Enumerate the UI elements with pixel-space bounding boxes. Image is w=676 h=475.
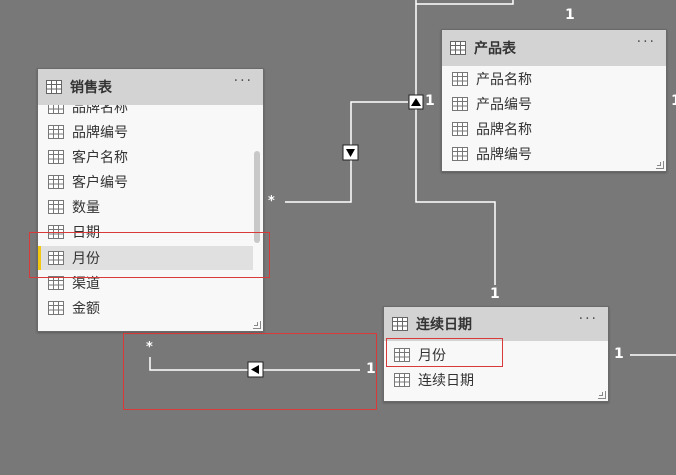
sales-table-card[interactable]: 销售表 ··· 品牌名称 品牌编号 客户名称 客户编号 数量 日期	[37, 68, 264, 332]
column-icon	[452, 122, 468, 136]
sales-table-header[interactable]: 销售表 ···	[38, 69, 263, 105]
field-item-selected[interactable]: 月份	[38, 246, 253, 270]
highlight-box-relationship	[123, 333, 377, 410]
cardinality-many-label: *	[146, 340, 153, 355]
relationship-line-top	[416, 0, 514, 5]
field-label: 产品编号	[476, 97, 532, 113]
date-table-more-button[interactable]: ···	[578, 311, 598, 327]
column-icon	[452, 147, 468, 161]
cardinality-one-label: 1	[565, 7, 575, 23]
field-item[interactable]: 连续日期	[384, 368, 608, 392]
field-item[interactable]: 渠道	[38, 271, 263, 295]
column-icon	[48, 301, 64, 315]
column-icon	[394, 348, 410, 362]
table-icon	[392, 317, 408, 331]
field-label: 日期	[72, 225, 100, 241]
field-item[interactable]: 产品编号	[442, 92, 666, 116]
column-icon	[452, 97, 468, 111]
column-icon	[48, 105, 64, 114]
column-icon	[48, 251, 64, 265]
cardinality-one-label: 1	[671, 93, 676, 109]
column-icon	[394, 373, 410, 387]
product-field-list[interactable]: 产品名称 产品编号 品牌名称 品牌编号	[442, 66, 666, 170]
cardinality-one-label: 1	[425, 93, 435, 109]
field-item[interactable]: 品牌名称	[38, 105, 263, 119]
cardinality-one-label: 1	[366, 361, 376, 377]
table-icon	[450, 41, 466, 55]
field-label: 产品名称	[476, 72, 532, 88]
field-label: 数量	[72, 200, 100, 216]
product-table-more-button[interactable]: ···	[636, 34, 656, 50]
date-field-list[interactable]: 月份 连续日期	[384, 341, 608, 399]
crossfilter-arrow-left-icon	[247, 361, 264, 378]
column-icon	[48, 125, 64, 139]
column-icon	[48, 200, 64, 214]
highlight-box-date-month	[386, 338, 503, 367]
field-label: 客户编号	[72, 175, 128, 191]
column-icon	[48, 175, 64, 189]
date-table-header[interactable]: 连续日期 ···	[384, 307, 608, 341]
field-item[interactable]: 品牌编号	[442, 142, 666, 166]
field-item[interactable]: 产品名称	[442, 67, 666, 91]
product-table-header[interactable]: 产品表 ···	[442, 30, 666, 66]
field-item[interactable]: 数量	[38, 195, 263, 219]
field-item[interactable]: 品牌名称	[442, 117, 666, 141]
field-item[interactable]: 客户编号	[38, 170, 263, 194]
sales-field-list[interactable]: 品牌名称 品牌编号 客户名称 客户编号 数量 日期 月份 渠道	[38, 105, 263, 329]
field-label: 连续日期	[418, 373, 474, 389]
field-label: 渠道	[72, 276, 100, 292]
field-item[interactable]: 月份	[384, 343, 608, 367]
field-label: 月份	[72, 251, 100, 267]
product-table-card[interactable]: 产品表 ··· 产品名称 产品编号 品牌名称 品牌编号	[441, 29, 667, 172]
crossfilter-arrow-down-icon	[342, 144, 359, 161]
date-table-title: 连续日期	[416, 317, 472, 333]
field-item[interactable]: 客户名称	[38, 145, 263, 169]
date-table-card[interactable]: 连续日期 ··· 月份 连续日期	[383, 306, 609, 402]
resize-grip-icon[interactable]	[253, 321, 261, 329]
field-item[interactable]: 品牌编号	[38, 120, 263, 144]
field-label: 品牌编号	[476, 147, 532, 163]
highlight-box-sales-month	[29, 232, 270, 278]
column-icon	[452, 72, 468, 86]
sales-scrollbar[interactable]	[254, 151, 260, 243]
field-label: 金额	[72, 301, 100, 317]
field-label: 品牌名称	[476, 122, 532, 138]
field-label: 品牌编号	[72, 125, 128, 141]
relationship-line-date-sales	[149, 357, 360, 371]
resize-grip-icon[interactable]	[656, 161, 664, 169]
field-item[interactable]: 金额	[38, 296, 263, 320]
product-table-title: 产品表	[474, 41, 516, 57]
field-label: 月份	[418, 348, 446, 364]
cardinality-many-label: *	[268, 194, 275, 209]
field-label: 品牌名称	[72, 105, 128, 116]
crossfilter-arrow-up-icon	[408, 94, 424, 110]
column-icon	[48, 276, 64, 290]
column-icon	[48, 150, 64, 164]
cardinality-one-label: 1	[614, 346, 624, 362]
sales-table-title: 销售表	[70, 80, 112, 96]
field-label: 客户名称	[72, 150, 128, 166]
resize-grip-icon[interactable]	[598, 391, 606, 399]
table-icon	[46, 80, 62, 94]
sales-table-more-button[interactable]: ···	[233, 73, 253, 89]
cardinality-one-label: 1	[490, 286, 500, 302]
